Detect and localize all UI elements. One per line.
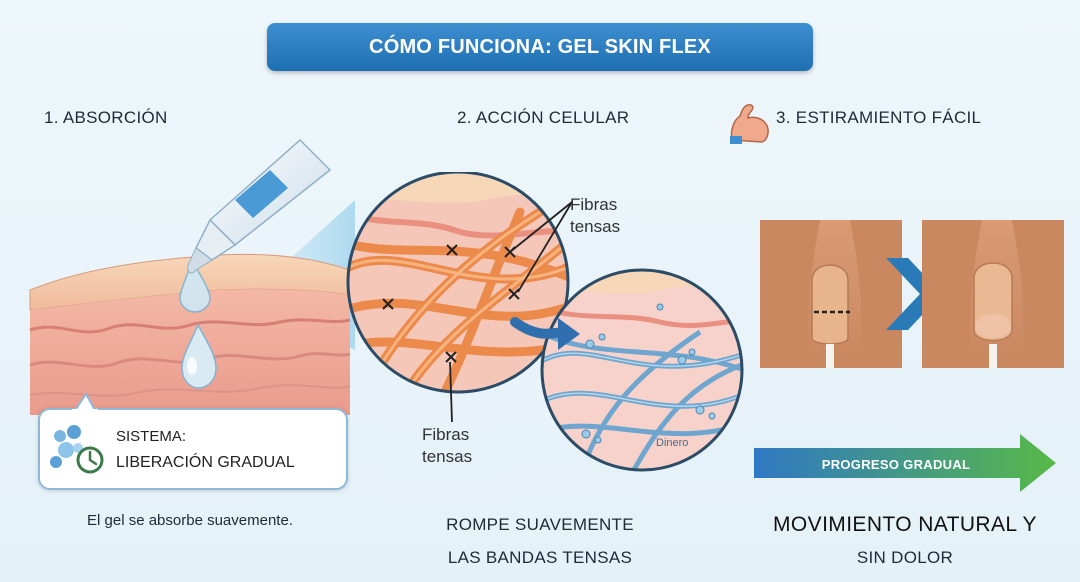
fibras-bottom-label: Fibras tensas bbox=[422, 425, 473, 466]
before-panel bbox=[760, 220, 902, 368]
step-2-caption-line-2: LAS BANDAS TENSAS bbox=[447, 548, 633, 567]
title-banner: CÓMO FUNCIONA: GEL SKIN FLEX bbox=[267, 23, 813, 71]
flexed-arm-icon bbox=[730, 104, 769, 144]
before-after-illustration bbox=[760, 220, 1064, 368]
after-panel bbox=[922, 220, 1064, 368]
system-box-pointer bbox=[72, 392, 98, 412]
step-3-caption-line-1: MOVIMIENTO NATURAL Y bbox=[773, 513, 1037, 536]
step-3-caption-line-2: SIN DOLOR bbox=[856, 548, 954, 567]
system-info-box: SISTEMA: LIBERACIÓN GRADUAL bbox=[38, 408, 348, 490]
step-1-caption: El gel se absorbe suavemente. bbox=[87, 512, 293, 529]
gel-drop bbox=[179, 257, 211, 313]
step-1-title: 1. ABSORCIÓN bbox=[44, 108, 168, 127]
step-2-title: 2. ACCIÓN CELULAR bbox=[457, 108, 630, 127]
dinero-label: Dinero bbox=[656, 437, 688, 449]
step-3-title: 3. ESTIRAMIENTO FÁCIL bbox=[776, 108, 982, 127]
system-label: SISTEMA: bbox=[116, 428, 187, 445]
cellular-action-illustration: Dinero bbox=[346, 172, 744, 472]
system-value: LIBERACIÓN GRADUAL bbox=[116, 454, 295, 471]
fibras-top-label: Fibras tensas bbox=[570, 195, 621, 236]
progress-label: PROGRESO GRADUAL bbox=[821, 457, 971, 472]
skin-absorption-illustration bbox=[29, 138, 355, 415]
step-2-caption-line-1: ROMPE SUAVEMENTE bbox=[446, 515, 634, 534]
progress-arrow bbox=[754, 434, 1056, 492]
microbead-timer-icon bbox=[50, 425, 104, 474]
gel-tube-icon bbox=[187, 138, 332, 274]
page-title: CÓMO FUNCIONA: GEL SKIN FLEX bbox=[369, 35, 711, 58]
